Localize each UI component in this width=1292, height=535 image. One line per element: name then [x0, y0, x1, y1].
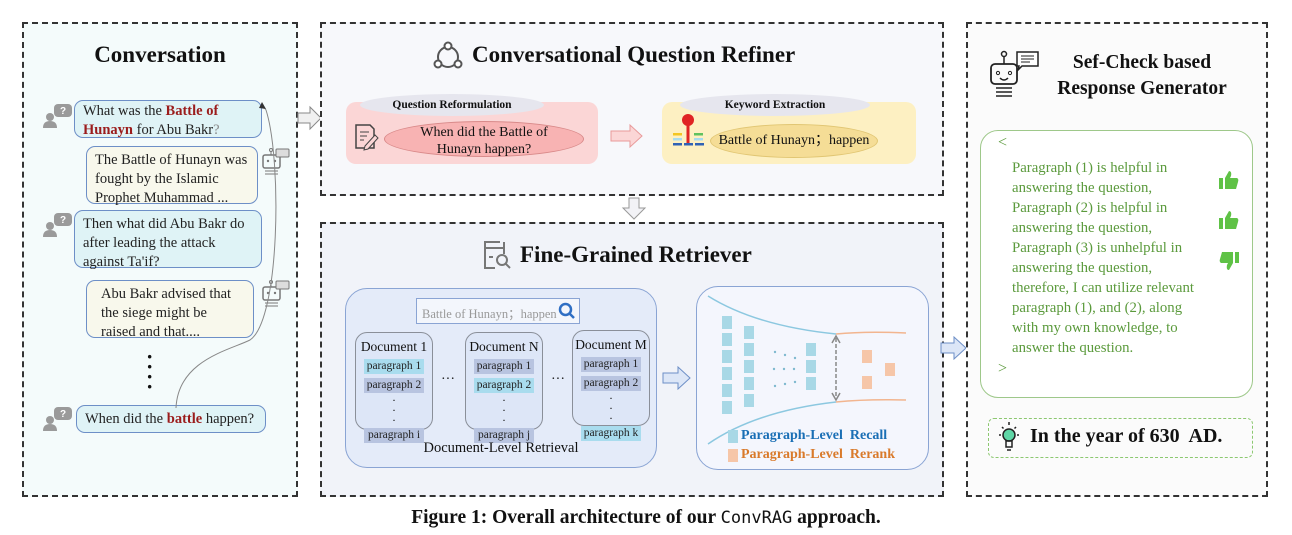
recall-legend-label: Paragraph-Level Recall: [741, 428, 888, 443]
paragraph-item: paragraph 1: [474, 359, 534, 374]
refine-cycle-icon: [433, 41, 463, 69]
paragraph-item: paragraph 2: [581, 376, 641, 391]
refiner-title: Conversational Question Refiner: [472, 42, 796, 67]
robot-icon: [262, 148, 290, 175]
conversation-title: Conversation: [94, 42, 226, 67]
paragraph-item: paragraph 2: [364, 378, 424, 393]
bot-turn-1: The Battle of Hunayn was fought by the I…: [86, 146, 258, 206]
document-search-icon: [484, 241, 511, 269]
final-answer-box: [988, 418, 1253, 458]
thumbs-up-icon: [1219, 171, 1239, 189]
paragraph-item: paragraph j: [474, 428, 534, 443]
search-query-text: Battle of Hunayn；happen: [422, 307, 557, 321]
self-check-reasoning-text: Paragraph (1) is helpful in answering th…: [1012, 160, 1194, 356]
highlighted-entity: Battle of Hunayn: [83, 103, 219, 138]
paragraph-item: paragraph i: [364, 428, 424, 443]
user-question-icon: ?: [43, 213, 72, 237]
reasoning-open-bracket: <: [998, 134, 1008, 151]
edit-document-icon: [355, 124, 379, 151]
document-level-retrieval-label: Document-Level Retrieval: [423, 440, 579, 456]
retriever-title: Fine-Grained Retriever: [520, 242, 752, 267]
highlighted-entity: battle: [166, 411, 203, 427]
rerank-legend-swatch: [728, 449, 738, 462]
documents-ellipsis: ···: [551, 372, 565, 387]
user-question-icon: ?: [43, 407, 72, 431]
chatbot-icon: [990, 50, 1039, 97]
recall-legend-swatch: [728, 430, 738, 443]
svg-text:?: ?: [60, 106, 66, 117]
reasoning-close-bracket: >: [998, 360, 1008, 377]
paragraph-item: paragraph k: [581, 426, 641, 441]
keyword-key-icon: [673, 114, 704, 146]
arrow-right-icon: [662, 366, 691, 390]
arrow-right-icon: [940, 336, 967, 360]
reformulated-question: When did the Battle of Hunayn happen?: [384, 121, 584, 157]
final-answer-text: In the year of 630 AD.: [1030, 425, 1223, 447]
svg-text:?: ?: [60, 409, 66, 420]
arrow-down-icon: [621, 197, 647, 220]
search-icon: [558, 302, 575, 319]
extracted-keywords: Battle of Hunayn；happen: [710, 124, 878, 158]
document-card: Document M paragraph 1 paragraph 2 ··· p…: [572, 330, 650, 441]
documents-ellipsis: ···: [441, 372, 455, 387]
figure-caption: Figure 1: Overall architecture of our Co…: [411, 507, 881, 528]
user-turn-1: What was the Battle of Hunayn for Abu Ba…: [74, 100, 262, 138]
paragraph-item: paragraph 1: [364, 359, 424, 374]
response-generator-title: Sef-Check based Response Generator: [1057, 52, 1227, 99]
paragraph-item: paragraph 2: [474, 378, 534, 393]
paragraph-item: paragraph 1: [581, 357, 641, 372]
conversation-ellipsis: ····: [146, 344, 154, 399]
question-reformulation-label: Question Reformulation: [360, 94, 544, 116]
thumbs-up-icon: [1219, 211, 1239, 229]
keyword-extraction-label: Keyword Extraction: [680, 94, 870, 116]
document-card: Document 1 paragraph 1 paragraph 2 ··· p…: [355, 332, 433, 443]
retrieval-search-box: Battle of Hunayn；happen: [416, 298, 580, 324]
method-name: ConvRAG: [720, 508, 793, 528]
recall-rerank-funnel: [707, 295, 907, 445]
user-turn-2: Then what did Abu Bakr do after leading …: [74, 210, 262, 270]
user-question-icon: ?: [43, 104, 72, 128]
self-check-reasoning-box: [980, 130, 1253, 398]
rerank-legend-label: Paragraph-Level Rerank: [741, 447, 895, 462]
svg-text:?: ?: [60, 215, 66, 226]
arrow-right-icon: [610, 123, 643, 149]
bot-turn-2: Abu Bakr advised that the siege might be…: [86, 280, 254, 340]
lightbulb-icon: [999, 422, 1019, 451]
arrow-right-icon: [297, 105, 322, 131]
document-card: Document N paragraph 1 paragraph 2 ··· p…: [465, 332, 543, 443]
thumbs-down-icon: [1219, 252, 1239, 270]
user-turn-current: When did the battle happen?: [76, 405, 266, 433]
context-link-curve: [175, 102, 277, 409]
